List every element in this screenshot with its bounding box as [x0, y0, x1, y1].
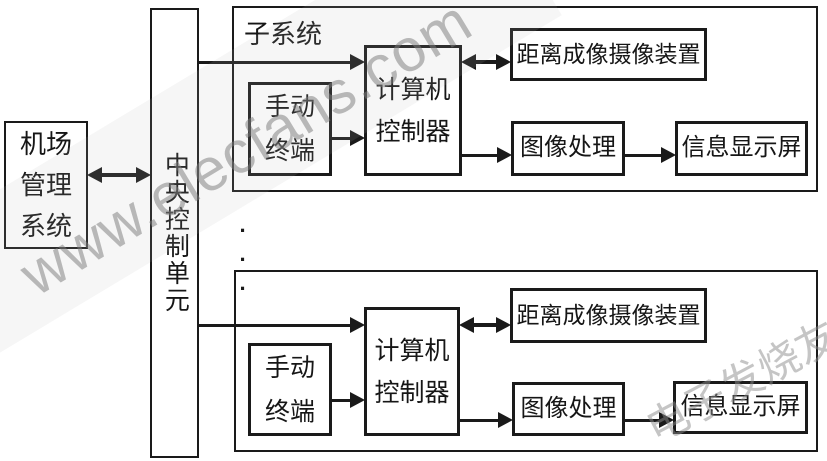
arrowhead-right-icon	[659, 412, 674, 428]
arrowhead-right-icon	[350, 317, 365, 333]
arrowhead-right-icon	[497, 147, 512, 163]
arrow-shaft	[198, 60, 350, 64]
arrow-imageprocessing-to-display-top	[624, 145, 676, 165]
arrowhead-right-icon	[661, 147, 676, 163]
arrow-manual-to-controller-top	[331, 128, 365, 148]
arrow-shaft	[331, 136, 350, 140]
arrow-shaft	[476, 60, 496, 64]
arrowhead-right-icon	[496, 54, 511, 70]
subsystem-frame-bottom	[234, 270, 818, 452]
arrow-shaft	[624, 153, 661, 157]
arrow-shaft	[474, 323, 496, 327]
arrow-shaft	[624, 418, 659, 422]
arrow-controller-camera-top	[461, 52, 511, 72]
camera-device-box-bottom: 距离成像摄像装置	[510, 288, 707, 343]
arrow-shaft	[102, 173, 136, 177]
image-processing-box-bottom: 图像处理	[512, 382, 625, 436]
subsystem-frame-top	[232, 6, 818, 192]
arrowhead-right-icon	[498, 412, 513, 428]
computer-controller-box-bottom: 计算机 控制器	[364, 307, 460, 436]
arrow-shaft	[459, 418, 498, 422]
arrowhead-left-icon	[461, 54, 476, 70]
arrowhead-right-icon	[350, 54, 365, 70]
camera-device-box-top: 距离成像摄像装置	[510, 28, 707, 81]
info-display-box-bottom: 信息显示屏	[673, 381, 808, 434]
info-display-box-top: 信息显示屏	[675, 121, 808, 176]
airport-management-system-box: 机场 管理 系统	[4, 121, 88, 249]
computer-controller-box-top: 计算机 控制器	[364, 45, 462, 176]
arrow-central-to-controller-top	[198, 52, 365, 72]
arrowhead-right-icon	[350, 392, 365, 408]
arrow-controller-to-imageprocessing-top	[461, 145, 512, 165]
arrowhead-right-icon	[496, 317, 511, 333]
arrowhead-left-icon	[87, 167, 102, 183]
arrow-imageprocessing-to-display-bottom	[624, 410, 674, 430]
central-control-unit-label: 中央控制单元	[161, 152, 190, 314]
manual-terminal-box-bottom: 手动 终端	[248, 343, 332, 436]
arrow-shaft	[331, 398, 350, 402]
arrow-manual-to-controller-bottom	[331, 390, 365, 410]
arrow-airport-central	[87, 165, 151, 185]
arrow-controller-camera-bottom	[459, 315, 511, 335]
arrowhead-right-icon	[350, 130, 365, 146]
subsystem-label: 子系统	[244, 19, 323, 49]
arrow-controller-to-imageprocessing-bottom	[459, 410, 513, 430]
arrow-central-to-controller-bottom	[198, 315, 365, 335]
image-processing-box-top: 图像处理	[511, 121, 625, 176]
arrowhead-left-icon	[459, 317, 474, 333]
arrow-shaft	[461, 153, 497, 157]
manual-terminal-box-top: 手动 终端	[248, 82, 332, 176]
arrowhead-right-icon	[136, 167, 151, 183]
arrow-shaft	[198, 323, 350, 327]
central-control-unit-box: 中央控制单元	[150, 8, 199, 458]
